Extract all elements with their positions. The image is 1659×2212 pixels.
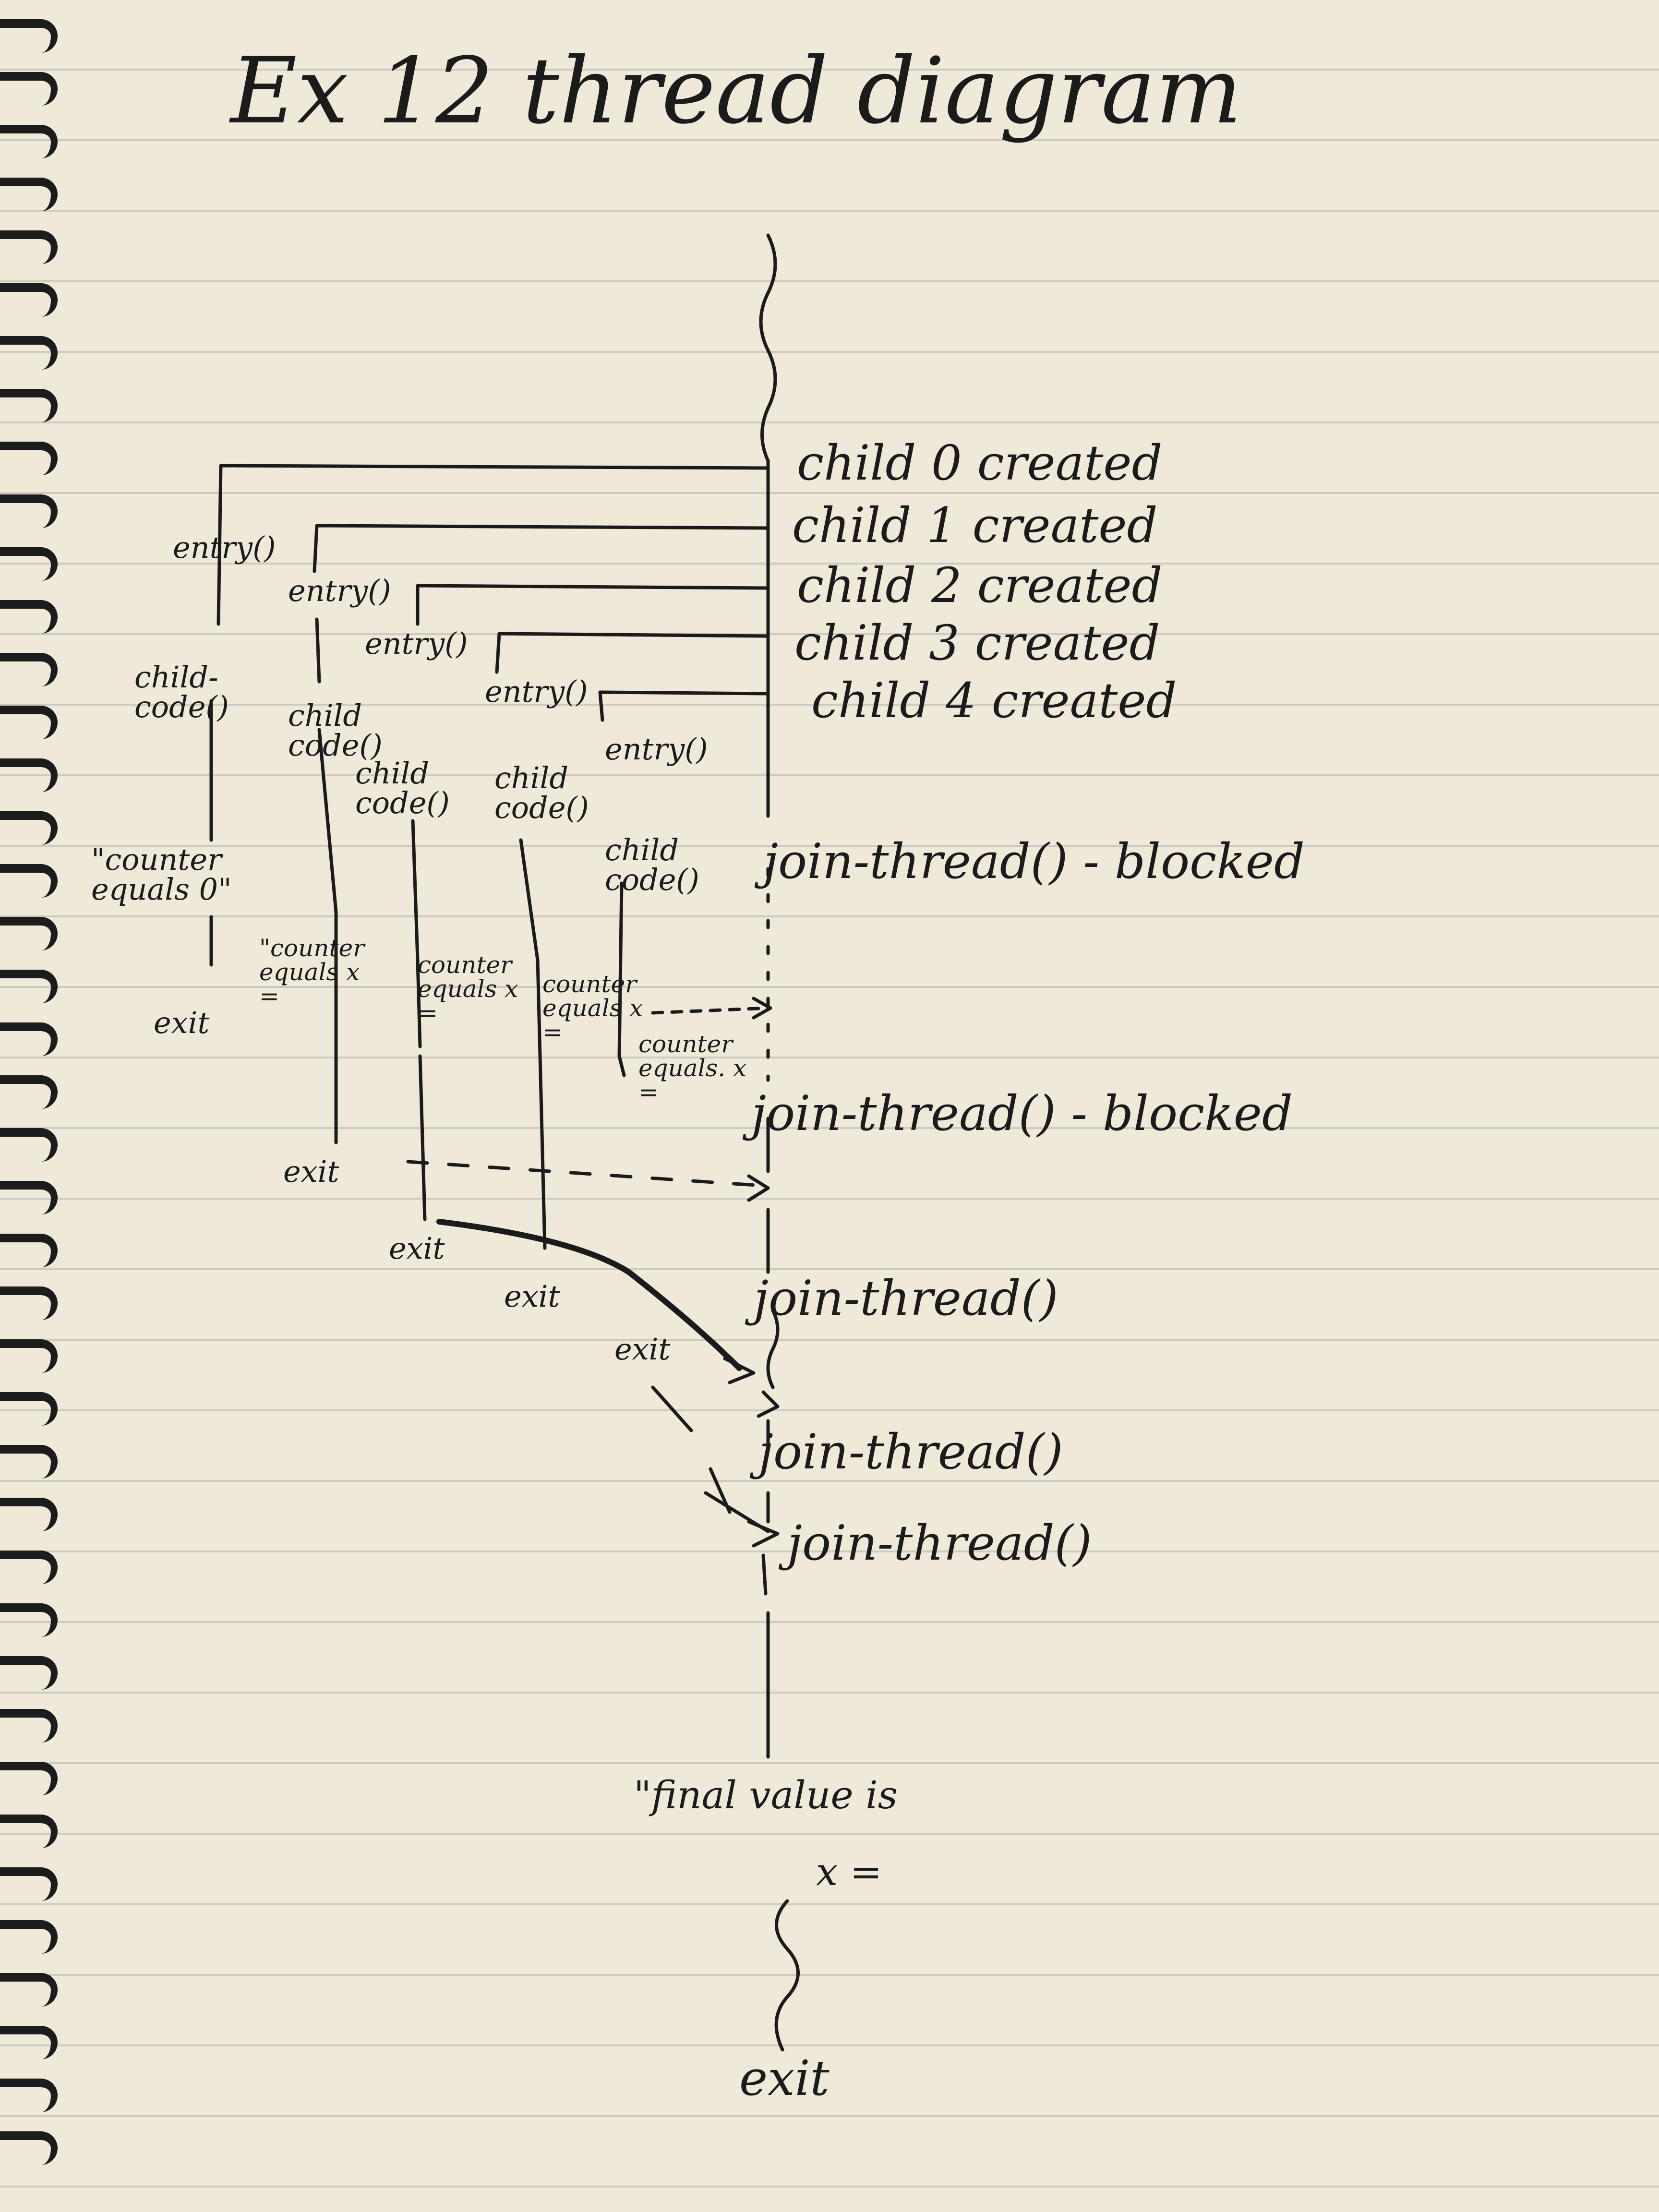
child-1-code: child code() [288, 698, 383, 763]
child-1-message: "counter equals x = [259, 934, 365, 1010]
child-0-message: "counter equals 0" [91, 842, 232, 907]
exit-arrow [406, 1160, 765, 1188]
child-1-created-label: child 1 created [792, 497, 1158, 553]
exit-arrow [757, 1390, 780, 1418]
child-3-code: child code() [494, 760, 589, 825]
child-4-thread [617, 881, 626, 1077]
child-3-created-label: child 3 created [794, 615, 1160, 671]
join-thread-4-label: join-thread() [758, 1424, 1063, 1480]
child-2-code: child code() [355, 756, 450, 820]
exit-arrow [747, 1520, 780, 1548]
child-3-message: counter equals x = [542, 970, 643, 1046]
main-exit-label: exit [739, 2050, 830, 2106]
final-value-label: "final value is [634, 1773, 898, 1817]
child-2-thread [411, 819, 422, 1048]
child-1-entry: entry() [288, 573, 391, 608]
child-3-thread [519, 838, 547, 1250]
main-thread-line [766, 1309, 780, 1389]
main-thread-line [759, 233, 777, 818]
child-2-created-label: child 2 created [797, 557, 1163, 613]
child-2-thread [416, 584, 770, 626]
exit-arrow [651, 1385, 732, 1514]
child-1-thread [313, 524, 770, 573]
exit-arrow [752, 997, 772, 1020]
child-0-entry: entry() [173, 530, 276, 565]
child-0-thread [216, 464, 770, 626]
exit-arrow [747, 1174, 770, 1202]
join-thread-3-label: join-thread() [754, 1270, 1058, 1326]
child-2-message: counter equals x = [418, 951, 518, 1027]
exit-arrow [436, 1219, 742, 1371]
child-3-thread [495, 632, 770, 674]
join-thread-1-label: join-thread() - blocked [763, 833, 1305, 890]
child-0-created-label: child 0 created [797, 435, 1163, 491]
main-thread-line [774, 1899, 800, 2052]
child-2-entry: entry() [365, 626, 468, 661]
child-0-exit: exit [154, 1005, 210, 1040]
child-4-exit: exit [614, 1332, 671, 1367]
exit-arrow [723, 1357, 756, 1384]
child-4-message: counter equals. x = [638, 1030, 747, 1106]
join-thread-2-label: join-thread() - blocked [751, 1085, 1293, 1142]
child-2-thread [418, 1054, 427, 1221]
child-3-entry: entry() [485, 674, 588, 709]
main-thread-line [761, 1553, 770, 1759]
exit-arrow [651, 1006, 770, 1015]
join-thread-5-label: join-thread() [787, 1515, 1092, 1571]
child-1-thread [317, 728, 338, 1144]
child-2-exit: exit [389, 1231, 445, 1266]
child-4-thread [598, 690, 770, 722]
child-4-created-label: child 4 created [811, 673, 1177, 729]
page-title: Ex 12 thread diagram [230, 38, 1242, 144]
child-1-thread [315, 617, 321, 684]
child-4-code: child code() [605, 832, 699, 897]
child-3-exit: exit [504, 1279, 560, 1314]
child-1-exit: exit [283, 1154, 339, 1189]
child-0-code: child-code() [134, 660, 229, 724]
spiral-binding [0, 0, 72, 2212]
final-value-x: x = [816, 1850, 882, 1894]
child-4-entry: entry() [605, 732, 708, 767]
